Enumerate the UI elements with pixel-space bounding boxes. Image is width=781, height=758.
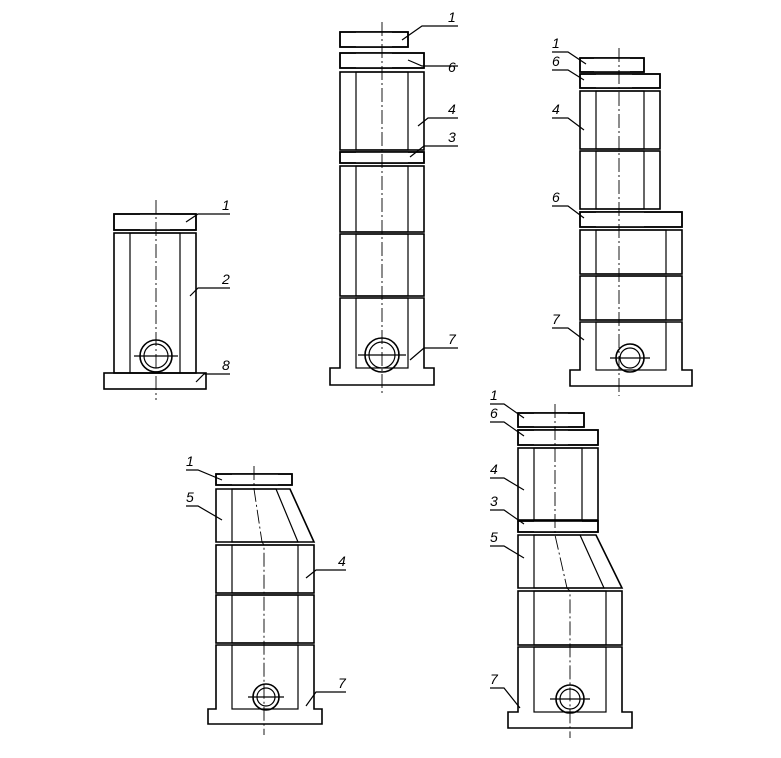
callout-e-5: 5	[490, 529, 498, 545]
callout-e-1: 1	[490, 387, 498, 403]
wall-ring	[579, 90, 661, 150]
base-slab	[103, 372, 207, 390]
center-axis	[554, 404, 571, 738]
base-chamber	[507, 646, 633, 729]
wall-ring	[215, 594, 315, 644]
center-axis	[253, 466, 265, 735]
callout-c-4: 4	[552, 101, 560, 117]
assembly-a: 1 2 8	[103, 197, 230, 400]
callout-b-4: 4	[448, 101, 456, 117]
callout-a-8: 8	[222, 357, 230, 373]
wall-ring	[517, 447, 599, 521]
assembly-e: 1 6 4 3 5 7	[490, 387, 633, 738]
assembly-b: 1 6 4 3 7	[329, 9, 458, 396]
wide-ring	[579, 275, 683, 321]
callout-c-6b: 6	[552, 189, 560, 205]
callout-d-5: 5	[186, 489, 194, 505]
callout-e-3: 3	[490, 493, 498, 509]
assembly-c: 1 6 4 6 7	[552, 35, 693, 396]
assembly-d: 1 5 4 7	[186, 453, 347, 735]
wall-ring	[215, 544, 315, 594]
wide-ring	[579, 229, 683, 275]
callout-b-6: 6	[448, 59, 456, 75]
callout-e-7: 7	[490, 671, 499, 687]
callout-c-7: 7	[552, 311, 561, 327]
callout-e-4: 4	[490, 461, 498, 477]
callout-e-6: 6	[490, 405, 498, 421]
base-chamber	[329, 297, 435, 386]
callout-b-7: 7	[448, 331, 457, 347]
callout-c-1: 1	[552, 35, 560, 51]
base-chamber	[569, 321, 693, 387]
callout-a-1: 1	[222, 197, 230, 213]
callout-b-3: 3	[448, 129, 456, 145]
shaft-ring	[113, 232, 197, 374]
callout-d-4: 4	[338, 553, 346, 569]
callout-d-7: 7	[338, 675, 347, 691]
wall-ring	[579, 150, 661, 210]
callout-d-1: 1	[186, 453, 194, 469]
callout-b-1: 1	[448, 9, 456, 25]
base-chamber	[207, 644, 323, 725]
cone-section	[215, 488, 316, 543]
callout-a-2: 2	[221, 271, 230, 287]
callout-c-6: 6	[552, 53, 560, 69]
